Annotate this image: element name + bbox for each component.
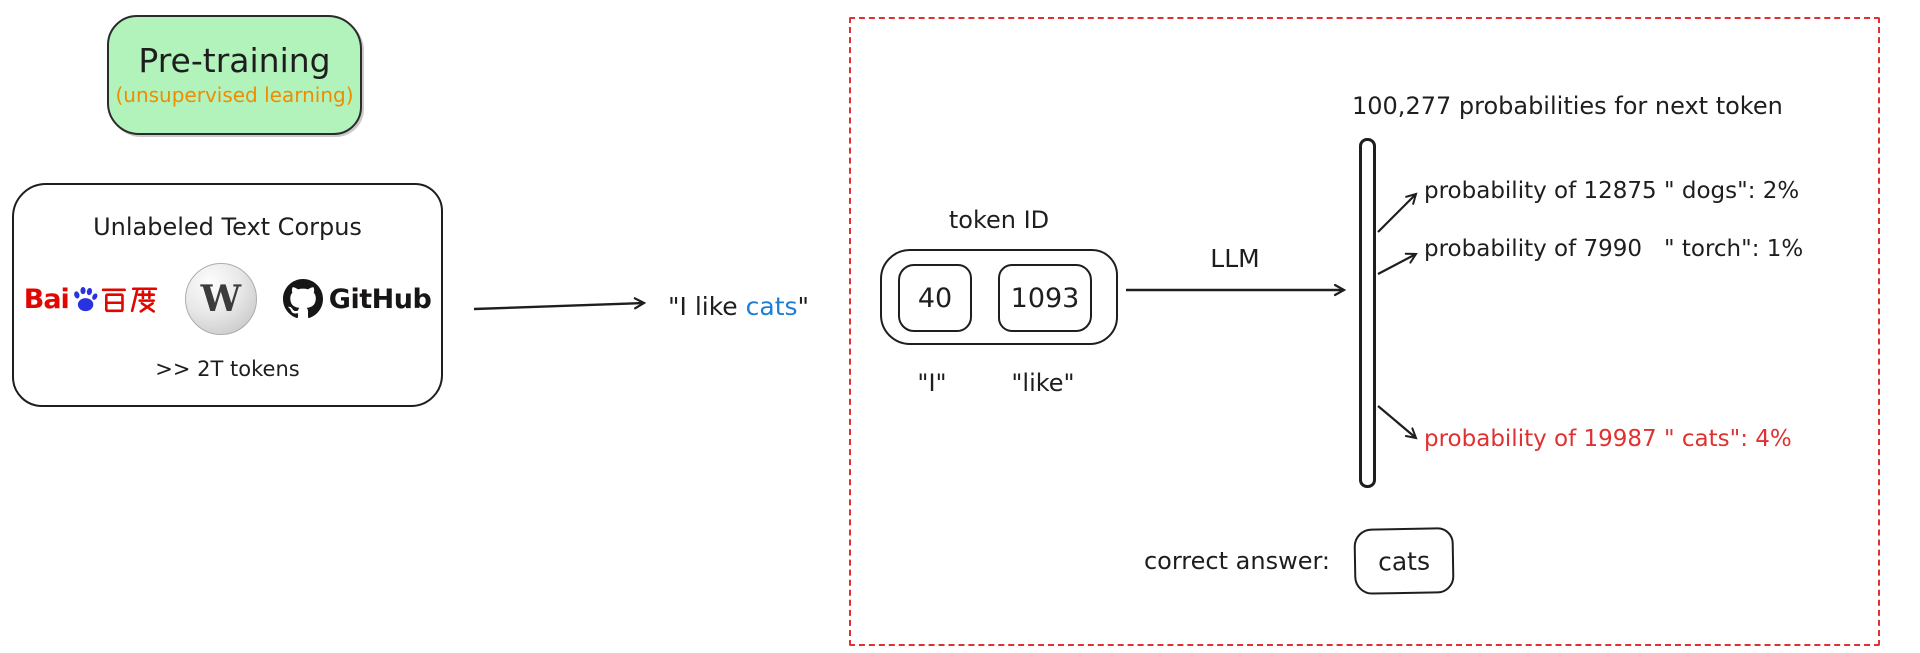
arrow-corpus-to-sample xyxy=(473,297,647,311)
baidu-paw-icon xyxy=(73,286,98,312)
wikipedia-globe-icon: W xyxy=(184,263,257,335)
token-id-value: 40 xyxy=(917,282,953,314)
baidu-cn-glyph xyxy=(101,287,157,313)
token-box-1093: 1093 xyxy=(998,264,1092,332)
sample-text: "I like cats" xyxy=(668,292,809,322)
arrow-bar-to-cats xyxy=(1377,405,1418,440)
github-logo: GitHub xyxy=(282,279,432,319)
sample-highlight: cats xyxy=(745,292,798,321)
corpus-title: Unlabeled Text Corpus xyxy=(93,213,362,241)
arrow-bar-to-torch xyxy=(1377,252,1418,275)
baidu-logo: Bai xyxy=(24,284,159,315)
token-container: 40 1093 xyxy=(880,249,1118,345)
probability-torch: probability of 7990 " torch": 1% xyxy=(1424,236,1804,262)
token-id-label: token ID xyxy=(948,206,1050,234)
corpus-box: Unlabeled Text Corpus Bai xyxy=(12,183,443,407)
wikipedia-letter: W xyxy=(200,278,242,320)
arrow-bar-to-dogs xyxy=(1377,192,1418,233)
sample-prefix: "I like xyxy=(668,292,746,321)
probability-bar xyxy=(1359,138,1376,488)
corpus-logos-row: Bai xyxy=(14,257,441,341)
token-word-i: "I" xyxy=(917,369,947,397)
token-box-40: 40 xyxy=(898,264,972,332)
probability-cats: probability of 19987 " cats": 4% xyxy=(1424,426,1792,452)
correct-answer-value: cats xyxy=(1377,546,1431,576)
baidu-wordmark: Bai xyxy=(23,283,70,315)
probability-dogs: probability of 12875 " dogs": 2% xyxy=(1424,178,1800,204)
sample-suffix: " xyxy=(797,292,810,321)
pretraining-title: Pre-training xyxy=(138,40,331,80)
pretraining-box: Pre-training (unsupervised learning) xyxy=(107,15,362,135)
token-word-like: "like" xyxy=(1011,369,1075,397)
pretraining-subtitle: (unsupervised learning) xyxy=(115,83,354,108)
github-octocat-icon xyxy=(282,279,323,319)
github-wordmark: GitHub xyxy=(328,283,432,315)
token-id-value: 1093 xyxy=(1010,282,1080,314)
probabilities-title: 100,277 probabilities for next token xyxy=(1352,92,1783,120)
training-loop-dashed-box xyxy=(849,17,1880,646)
correct-answer-label: correct answer: xyxy=(1143,547,1330,575)
llm-label: LLM xyxy=(1210,244,1260,273)
corpus-token-count: >> 2T tokens xyxy=(155,357,300,381)
correct-answer-box: cats xyxy=(1353,527,1455,595)
arrow-tokens-to-llm xyxy=(1126,283,1347,297)
